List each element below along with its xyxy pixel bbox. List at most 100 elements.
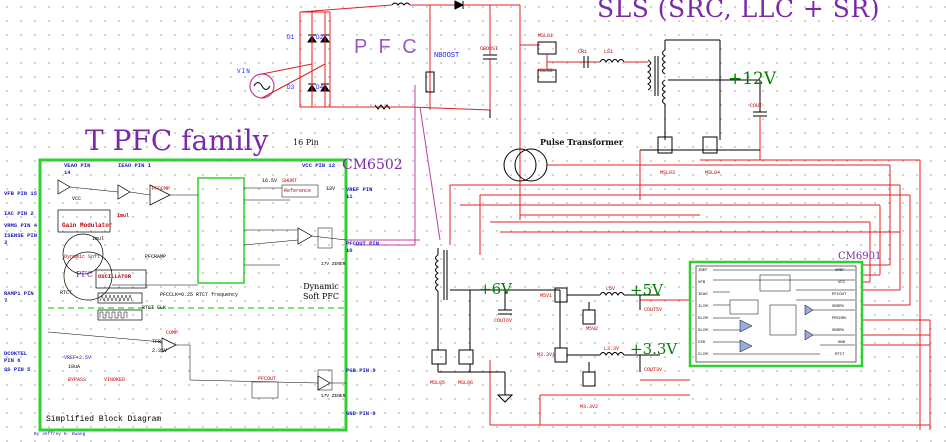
label-d2: D2 bbox=[316, 34, 324, 41]
svg-text:CSS: CSS bbox=[698, 341, 706, 345]
svg-text:IREF: IREF bbox=[698, 269, 708, 273]
pin-iac: IAC PIN 2 bbox=[4, 210, 34, 217]
label-nboost: NBOOST bbox=[434, 52, 460, 60]
label-m5v1: M5V1 bbox=[540, 293, 553, 299]
svg-text:ILIM: ILIM bbox=[698, 305, 708, 309]
label-d3: D3 bbox=[287, 84, 295, 91]
label-cout5: COUT5V bbox=[644, 307, 663, 313]
label-d1: D1 bbox=[287, 34, 295, 41]
label-ls1: LS1 bbox=[604, 49, 614, 55]
label-pfcclk: PFCCLK=0.25 RTCT frequency bbox=[160, 292, 239, 298]
wiring-network bbox=[449, 159, 931, 430]
label-oscillator: OSCILLATOR bbox=[98, 273, 132, 280]
label-10ua: 10uA bbox=[68, 364, 81, 370]
pin-ramp1: RAMP1 PIN 7 bbox=[4, 290, 34, 304]
label-msl4: MSL04 bbox=[705, 170, 721, 176]
pin-gnd: GND PIN 8 bbox=[346, 410, 376, 417]
label-shunt: SHUNT bbox=[282, 178, 298, 184]
title-sls: SLS (SRC, LLC + SR) bbox=[597, 0, 881, 23]
svg-text:VREF: VREF bbox=[835, 269, 845, 273]
label-msl5: MSL05 bbox=[430, 380, 446, 386]
label-6v: +6V bbox=[479, 280, 512, 298]
pin-pfcout: PFCOUT PIN 10 bbox=[346, 240, 380, 254]
svg-text:SRDRV: SRDRV bbox=[832, 305, 845, 309]
label-author: By Jeffrey H. Hwang bbox=[34, 432, 86, 437]
label-vinoked: VINOKED bbox=[104, 377, 126, 383]
label-pfccmp: PFCCMP bbox=[152, 186, 171, 192]
label-msl6: MSL06 bbox=[458, 380, 474, 386]
label-imul: Imul bbox=[117, 213, 130, 219]
label-m33v2: M3.3V2 bbox=[580, 404, 599, 410]
label-17v-zener2: 17V ZENER bbox=[321, 394, 346, 399]
label-cr1: CR1 bbox=[578, 49, 588, 55]
svg-text:PRIDRV: PRIDRV bbox=[832, 317, 847, 321]
svg-text:SRDRV: SRDRV bbox=[832, 329, 845, 333]
label-5v: +5V bbox=[630, 281, 663, 299]
label-pfcramp: PFCRAMP bbox=[145, 254, 167, 260]
svg-text:GND: GND bbox=[838, 341, 846, 345]
label-17v-zener: 17V ZENER bbox=[321, 262, 346, 267]
svg-text:VCC: VCC bbox=[838, 281, 846, 285]
label-cout6: COUT6V bbox=[494, 318, 513, 324]
label-cout33: COUT3V bbox=[644, 367, 663, 373]
svg-text:CLIM: CLIM bbox=[698, 353, 708, 357]
label-pulse-transformer: Pulse Transformer bbox=[540, 137, 624, 147]
label-pfc-int: PFC bbox=[76, 270, 94, 279]
label-l33v: L3.3V bbox=[604, 346, 620, 352]
label-cboost: CBOOST bbox=[480, 46, 499, 52]
label-165v: 16.5V bbox=[262, 178, 278, 184]
label-simplified: Simplified Block Diagram bbox=[46, 415, 162, 424]
svg-text:VFB: VFB bbox=[698, 281, 706, 285]
label-16pin: 16 Pin bbox=[293, 138, 319, 147]
label-msl2: MSL02 bbox=[538, 68, 554, 74]
secondary-regulators bbox=[431, 248, 660, 403]
pin-ss: SS PIN 5 bbox=[4, 366, 31, 373]
pin-dcoktel: DCOKTEL PIN 6 bbox=[4, 350, 28, 364]
label-vin: VIN bbox=[237, 68, 251, 75]
svg-text:RTCT: RTCT bbox=[835, 353, 845, 357]
label-cm6901: CM6901 bbox=[838, 251, 882, 262]
svg-text:SLIM: SLIM bbox=[698, 329, 708, 333]
label-m33v1: M3.3V1 bbox=[537, 352, 556, 358]
label-12v: +12V bbox=[728, 69, 777, 89]
pin-vref: VREF PIN 11 bbox=[346, 186, 373, 200]
label-reference: Reference bbox=[284, 188, 312, 194]
label-d4: D4 bbox=[316, 84, 324, 91]
label-rtct: RTCT bbox=[60, 290, 73, 296]
pin-isense: ISENSE PIN 3 bbox=[4, 232, 38, 246]
label-pgb-ctl: PFCOUT bbox=[258, 376, 277, 382]
pin-vcc: VCC PIN 12 bbox=[302, 162, 336, 169]
svg-text:DLIM: DLIM bbox=[698, 317, 708, 321]
svg-text:PFCOUT: PFCOUT bbox=[832, 293, 847, 297]
pin-vrms: VRMS PIN 4 bbox=[4, 222, 38, 229]
label-imul2: Imul bbox=[92, 236, 105, 242]
pin-veao: VEAO PIN 14 bbox=[64, 162, 91, 176]
label-msl1: MSL01 bbox=[538, 33, 554, 39]
label-235v: 2.35V bbox=[152, 348, 168, 354]
label-tfb: TFB bbox=[152, 339, 162, 345]
label-33v: +3.3V bbox=[630, 340, 678, 358]
label-dynamic-soft-pfc: Dynamic Soft PFC bbox=[302, 282, 340, 301]
cm6502-block bbox=[38, 158, 420, 432]
label-vcc-int: VCC bbox=[72, 196, 82, 202]
label-gain-modulator: Gain Modulator bbox=[62, 222, 113, 229]
label-msl3: MSL03 bbox=[660, 170, 676, 176]
label-cout: COUT bbox=[750, 103, 763, 109]
pin-pgb: PGB PIN 9 bbox=[346, 367, 376, 374]
label-comp: COMP bbox=[166, 330, 179, 336]
title-tpfc: T PFC family bbox=[85, 124, 269, 157]
label-dynamic-soft: Dynamic Soft bbox=[64, 254, 101, 260]
label-l5v: L5V bbox=[606, 286, 616, 292]
pin-vfb: VFB PIN 15 bbox=[4, 190, 38, 197]
pin-ieao: IEAO PIN 1 bbox=[118, 162, 152, 169]
cm6901-chip: IREF VFB IEAO ILIM DLIM SLIM CSS CLIM VREF VC… bbox=[688, 260, 864, 368]
label-vrefp25: VREF+2.5V bbox=[64, 355, 92, 361]
label-cm6502: CM6502 bbox=[342, 157, 403, 173]
title-pfc: P F C bbox=[354, 36, 420, 58]
label-bypass: BYPASS bbox=[68, 377, 87, 383]
svg-text:IEAO: IEAO bbox=[698, 293, 708, 297]
label-m5v2: M5V2 bbox=[586, 326, 599, 332]
label-135v: 13V bbox=[326, 186, 336, 192]
pfc-power-stage bbox=[249, 0, 767, 246]
